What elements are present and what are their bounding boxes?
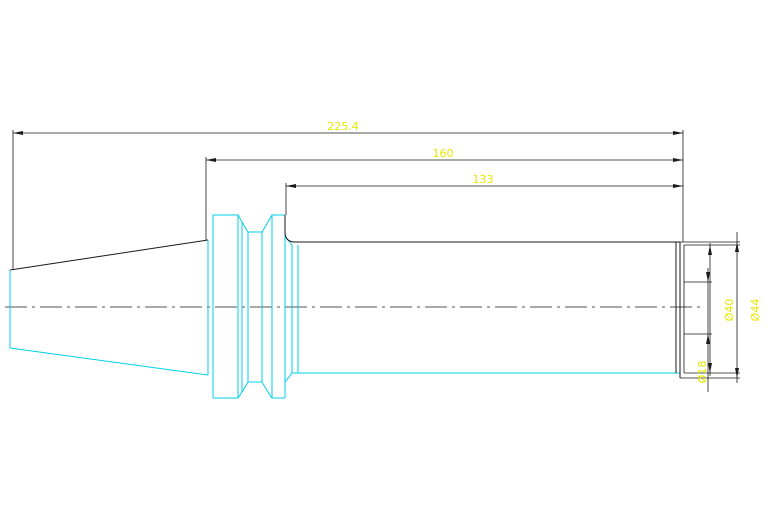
- bore-end: [680, 241, 740, 379]
- dim-label-small-diameter: Ø18: [696, 361, 709, 384]
- flange-outline: [284, 215, 680, 243]
- dimension-gauge: 160: [205, 147, 683, 240]
- dim-label-bore-diameter: Ø40: [723, 299, 736, 322]
- taper-cone: [9, 239, 209, 376]
- dimension-small-diameter: Ø18: [696, 268, 710, 392]
- dim-label-outer-diameter: Ø44: [749, 299, 762, 322]
- dim-label-shank: 133: [473, 173, 494, 186]
- flange: [207, 214, 293, 399]
- shank-body: [291, 242, 681, 378]
- dimension-shank: 133: [285, 173, 683, 215]
- dimension-overall: 225.4: [12, 120, 684, 270]
- dim-label-gauge: 160: [433, 147, 454, 160]
- dimension-bore-diameter: Ø40: [708, 243, 736, 376]
- dim-label-overall: 225.4: [327, 120, 359, 133]
- dimension-outer-diameter: Ø44: [735, 232, 762, 383]
